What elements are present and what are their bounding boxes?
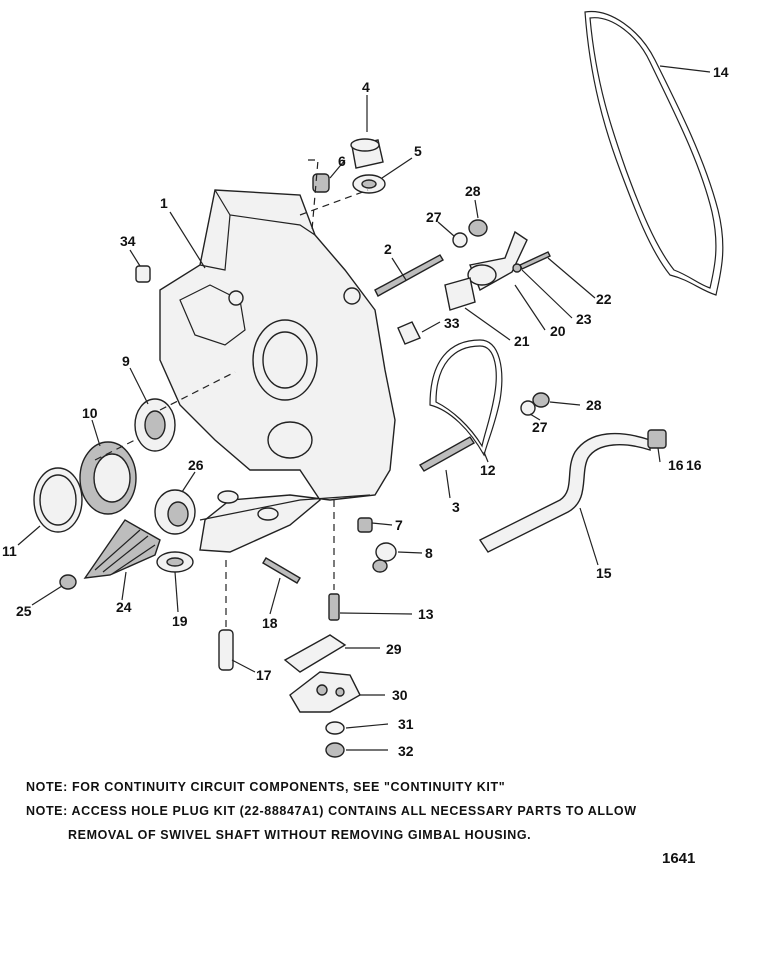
part-washer-27-mid [520,400,536,416]
callout-26: 26 [188,457,204,473]
callout-31: 31 [398,716,414,732]
callout-33: 33 [444,315,460,331]
part-gasket-large [584,10,724,296]
part-bushing-33 [397,321,421,345]
part-pin-17 [218,629,234,671]
callout-labels: 1 2 3 4 5 6 7 8 9 10 11 12 13 14 15 16 1… [2,64,729,759]
callout-24: 24 [116,599,132,615]
part-nut-31 [325,721,345,735]
part-elbow-fitting-20 [467,230,528,292]
part-gasket-21 [444,277,476,311]
callout-20: 20 [550,323,566,339]
callout-2: 2 [384,241,392,257]
part-fitting-7 [357,517,373,533]
callout-6: 6 [338,153,346,169]
part-fitting-8 [372,542,397,573]
part-clamp-25 [59,574,77,590]
part-nut-28-mid [532,392,550,408]
callout-25: 25 [16,603,32,619]
callout-1: 1 [160,195,168,211]
leader-lines [17,65,711,751]
callout-14: 14 [713,64,729,80]
callout-32: 32 [398,743,414,759]
part-seal-9 [134,398,176,452]
callout-7: 7 [395,517,403,533]
callout-18: 18 [262,615,278,631]
callout-22: 22 [596,291,612,307]
callout-17: 17 [256,667,272,683]
callout-23: 23 [576,311,592,327]
part-bearing-5 [352,174,386,194]
figure-number: 1641 [662,850,696,867]
part-plug-16 [647,429,667,449]
callout-28-top: 28 [465,183,481,199]
callout-10: 10 [82,405,98,421]
callout-5: 5 [414,143,422,159]
callout-19: 19 [172,613,188,629]
part-ring-11 [33,467,83,533]
callout-15: 15 [596,565,612,581]
callout-12: 12 [480,462,496,478]
part-washer-27-top [452,232,468,248]
part-bellows-adapter-10 [79,441,137,515]
callout-30: 30 [392,687,408,703]
part-pin-3 [418,436,476,472]
note-access-hole-plug-kit: NOTE: ACCESS HOLE PLUG KIT (22-88847A1) … [26,804,637,818]
part-pump-30 [289,671,361,713]
notes-block: NOTE: FOR CONTINUITY CIRCUIT COMPONENTS,… [26,778,766,850]
part-bolt-18 [262,557,301,584]
note-continuity-kit: NOTE: FOR CONTINUITY CIRCUIT COMPONENTS,… [26,780,506,794]
callout-9: 9 [122,353,130,369]
callout-27-top: 27 [426,209,442,225]
callout-29: 29 [386,641,402,657]
callout-27-mid: 27 [532,419,548,435]
part-cap-4 [350,138,384,169]
callout-16-alt: 16 [686,457,702,473]
part-clamp-26 [154,489,196,535]
note-access-hole-plug-kit-cont: REMOVAL OF SWIVEL SHAFT WITHOUT REMOVING… [68,828,532,842]
callout-21: 21 [514,333,530,349]
part-washer-23 [512,263,522,273]
callout-3: 3 [452,499,460,515]
callout-28-mid: 28 [586,397,602,413]
callout-34: 34 [120,233,136,249]
part-bellows-24 [83,519,161,579]
callout-13: 13 [418,606,434,622]
part-gasket-29 [283,634,347,673]
part-nut-32 [325,742,345,758]
part-gimbal-housing [159,189,396,553]
part-washer-19 [156,551,194,573]
callout-4: 4 [362,79,370,95]
part-hose-15 [478,432,651,553]
exploded-parts-diagram: 1 2 3 4 5 6 7 8 9 10 11 12 13 14 15 16 1… [2,10,729,759]
part-nut-28-top [468,219,488,237]
part-swivel-shaft [374,254,444,297]
callout-8: 8 [425,545,433,561]
part-stud-13 [328,593,340,621]
callout-11: 11 [2,543,17,559]
callout-16: 16 [668,457,684,473]
part-screw-22 [519,251,551,270]
part-gasket-12 [429,339,503,457]
part-plug-34 [135,265,151,283]
